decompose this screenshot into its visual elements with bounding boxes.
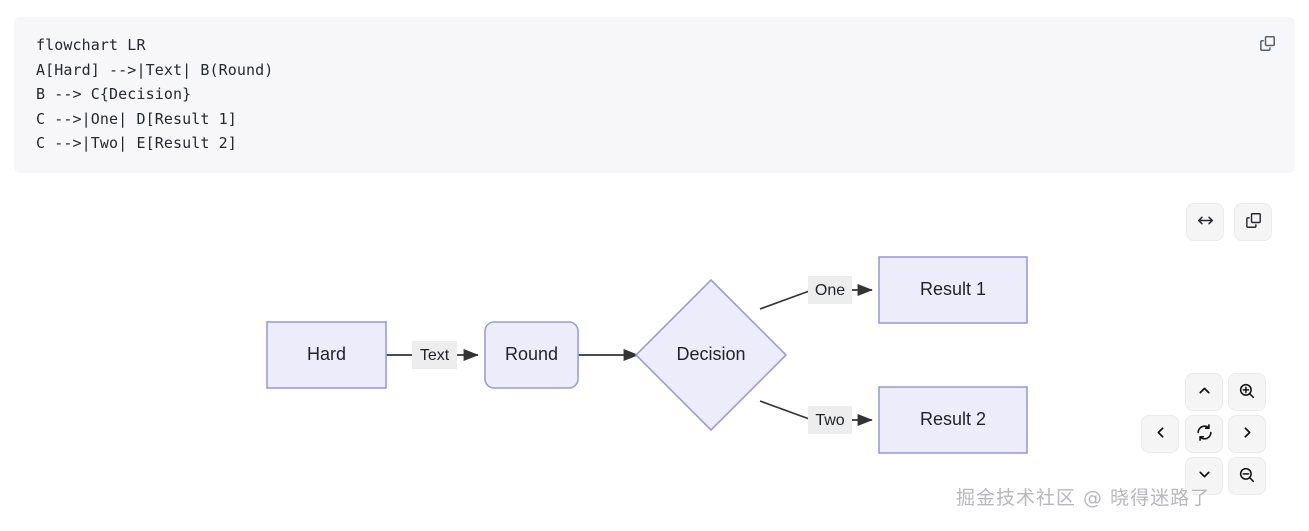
mermaid-code-panel: flowchart LR A[Hard] -->|Text| B(Round) … — [14, 17, 1295, 173]
flow-node-round[interactable]: Round — [484, 321, 579, 389]
copy-icon — [1258, 34, 1277, 56]
arrows-horizontal-icon — [1196, 211, 1215, 233]
edge-label-two: Two — [808, 406, 852, 434]
flowchart-canvas[interactable]: Text One Two Hard Round Decision Resul — [0, 180, 1309, 531]
edge-label-one: One — [808, 276, 852, 304]
flow-node-result-1[interactable]: Result 1 — [878, 256, 1028, 324]
fit-width-button[interactable] — [1186, 203, 1224, 241]
flow-node-decision[interactable]: Decision — [634, 278, 788, 432]
zoom-in-button[interactable] — [1228, 373, 1266, 411]
diagram-preview-area[interactable]: Text One Two Hard Round Decision Resul — [0, 180, 1309, 531]
edge-c-e — [759, 400, 873, 426]
reset-view-button[interactable] — [1185, 415, 1223, 453]
flow-node-hard-label: Hard — [307, 344, 346, 364]
magnifier-minus-icon — [1238, 466, 1256, 487]
chevron-up-icon — [1196, 382, 1213, 402]
diagram-navigation-pad — [1140, 373, 1270, 508]
flow-node-result-1-label: Result 1 — [920, 279, 986, 299]
diagram-toolbar — [1186, 203, 1272, 241]
zoom-out-button[interactable] — [1228, 457, 1266, 495]
flow-node-result-2[interactable]: Result 2 — [878, 386, 1028, 454]
pan-down-button[interactable] — [1185, 457, 1223, 495]
pan-right-button[interactable] — [1228, 415, 1266, 453]
edge-label-text: Text — [412, 341, 457, 369]
edge-c-d — [759, 284, 873, 310]
flow-node-round-label: Round — [505, 344, 558, 364]
chevron-left-icon — [1152, 424, 1169, 444]
chevron-right-icon — [1239, 424, 1256, 444]
edge-label-one-value: One — [815, 282, 845, 299]
copy-code-button[interactable] — [1253, 31, 1281, 59]
copy-icon — [1244, 211, 1263, 233]
edge-label-two-value: Two — [815, 412, 844, 429]
magnifier-plus-icon — [1238, 382, 1256, 403]
chevron-down-icon — [1196, 466, 1213, 486]
copy-diagram-button[interactable] — [1234, 203, 1272, 241]
flow-node-result-2-label: Result 2 — [920, 409, 986, 429]
flow-node-decision-label: Decision — [676, 344, 745, 364]
watermark: 掘金技术社区 @ 晓得迷路了 — [956, 487, 1211, 509]
flow-node-hard[interactable]: Hard — [266, 321, 387, 389]
mermaid-source-text: flowchart LR A[Hard] -->|Text| B(Round) … — [36, 36, 274, 152]
edge-label-text-value: Text — [420, 347, 450, 364]
refresh-icon — [1195, 423, 1214, 445]
pan-left-button[interactable] — [1141, 415, 1179, 453]
pan-up-button[interactable] — [1185, 373, 1223, 411]
